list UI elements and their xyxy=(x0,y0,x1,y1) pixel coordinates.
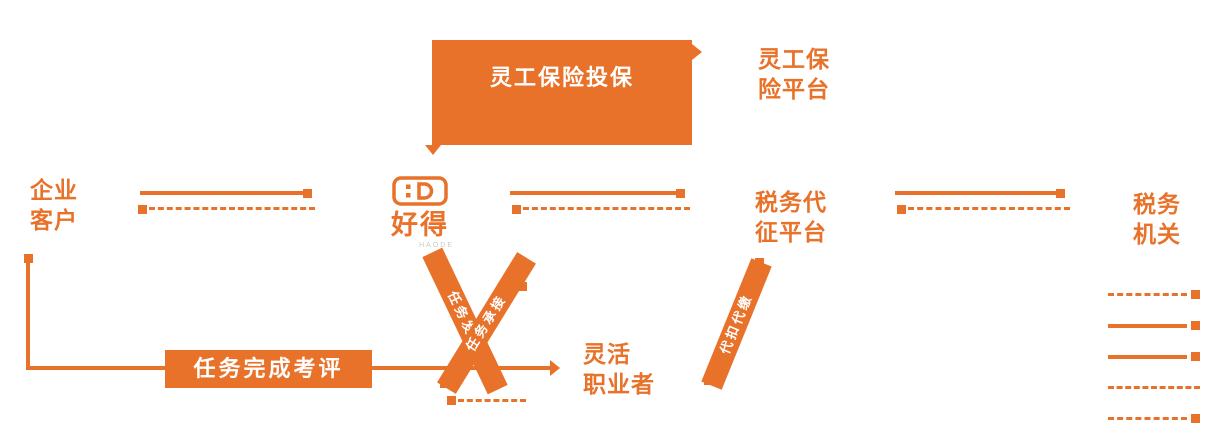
legend-row xyxy=(1108,321,1200,330)
node-flexible-workers: 灵活 职业者 xyxy=(583,340,655,400)
connector-enterprise-haode-dashed xyxy=(149,207,315,210)
haode-logo: 好得 HAODE xyxy=(386,176,454,249)
node-insurance-platform: 灵工保 险平台 xyxy=(758,45,830,105)
node-label: 机关 xyxy=(1133,220,1181,247)
node-label: 灵活 xyxy=(583,341,631,367)
node-label: 税务 xyxy=(1133,191,1181,217)
node-enterprise-customer: 企业 客户 xyxy=(30,176,78,236)
legend-line-dashed xyxy=(1108,293,1187,296)
legend-line-solid xyxy=(1108,354,1187,359)
legend-square xyxy=(1191,414,1200,423)
flow-square xyxy=(755,258,764,267)
legend-line-dashed xyxy=(1108,386,1200,389)
flow-square xyxy=(440,379,449,388)
flow-square xyxy=(303,189,312,198)
evaluation-path-vertical xyxy=(26,262,30,368)
flow-square xyxy=(518,282,527,291)
haode-logo-wordmark: 好得 xyxy=(391,210,449,240)
haode-logo-subtext: HAODE xyxy=(419,241,454,249)
legend-line-solid xyxy=(1108,323,1187,328)
flow-square xyxy=(897,205,906,214)
flow-square xyxy=(704,376,713,385)
evaluation-path-left xyxy=(26,366,165,370)
insurance-service-label: 灵工保险投保 xyxy=(489,65,634,90)
legend-row xyxy=(1108,352,1200,361)
flow-square xyxy=(24,254,33,263)
flow-square xyxy=(138,205,147,214)
task-evaluation-bar: 任务完成考评 xyxy=(165,350,372,388)
connector-haode-taxagency-dashed xyxy=(523,207,690,210)
return-dashed-line xyxy=(458,399,526,402)
flow-square xyxy=(488,372,497,381)
arrow-right-icon xyxy=(692,44,702,60)
edge-tax-withholding: 代扣代缴 xyxy=(701,258,772,390)
node-tax-authority: 税务 机关 xyxy=(1133,190,1181,250)
legend-row xyxy=(1108,414,1200,423)
node-label: 险平台 xyxy=(758,75,830,102)
arrow-down-icon xyxy=(425,145,441,155)
insurance-service-box: 灵工保险投保 xyxy=(432,40,692,145)
flow-square xyxy=(676,189,685,198)
legend-row xyxy=(1108,383,1200,392)
legend xyxy=(1108,290,1200,423)
connector-taxagency-authority-dashed xyxy=(908,207,1070,210)
node-label: 征平台 xyxy=(755,218,827,245)
node-label: 税务代 xyxy=(755,189,827,215)
legend-square xyxy=(1191,321,1200,330)
node-label: 职业者 xyxy=(583,370,655,397)
legend-square xyxy=(1191,352,1200,361)
flow-square xyxy=(512,205,521,214)
flow-square xyxy=(447,396,456,405)
connector-taxagency-authority-solid xyxy=(895,191,1056,195)
node-label: 企业 xyxy=(30,177,78,203)
flow-square xyxy=(1056,189,1065,198)
legend-line-dashed xyxy=(1108,417,1187,420)
node-label: 灵工保 xyxy=(758,46,830,72)
node-tax-collection-platform: 税务代 征平台 xyxy=(755,188,827,248)
connector-haode-taxagency-solid xyxy=(510,191,676,195)
legend-square xyxy=(1191,290,1200,299)
arrow-right-icon xyxy=(550,360,560,376)
haode-logo-icon xyxy=(392,176,448,206)
node-label: 客户 xyxy=(30,206,78,233)
connector-enterprise-haode-solid xyxy=(140,191,303,195)
legend-row xyxy=(1108,290,1200,299)
